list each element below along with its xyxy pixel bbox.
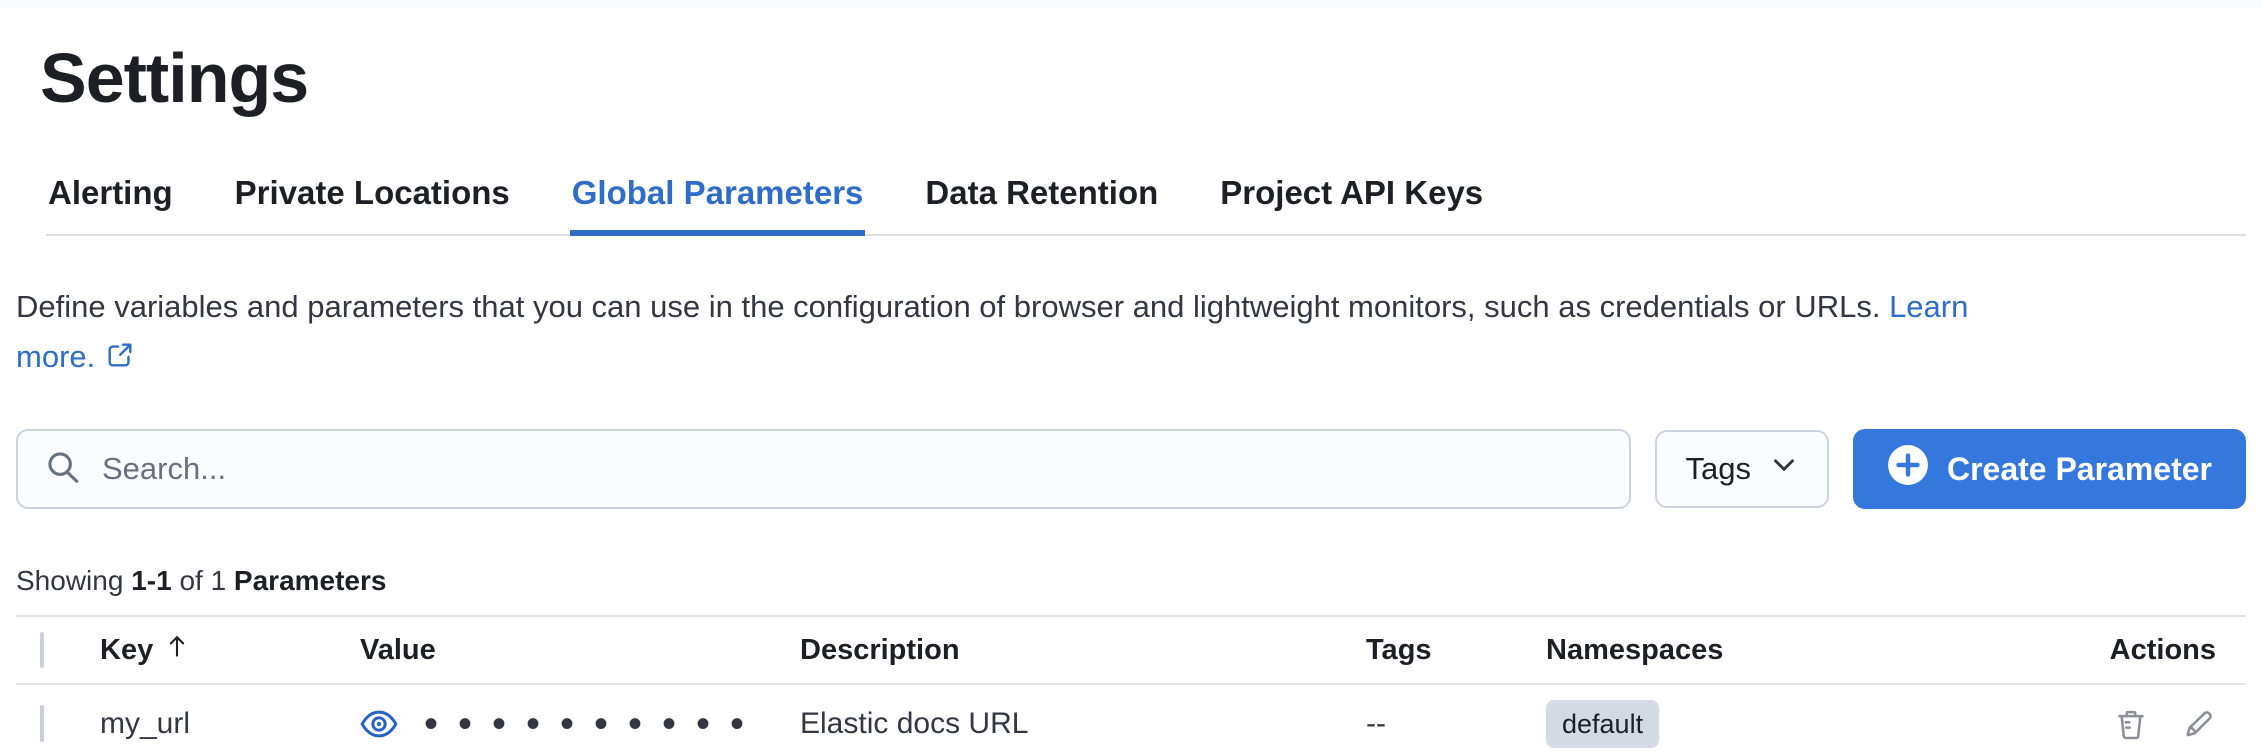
tab-project-api-keys[interactable]: Project API Keys — [1220, 174, 1484, 211]
column-header-namespaces[interactable]: Namespaces — [1546, 633, 1724, 666]
column-header-description[interactable]: Description — [800, 633, 960, 666]
learn-more-link[interactable]: Learn more. — [16, 289, 1968, 374]
description-text: Define variables and parameters that you… — [16, 289, 1881, 324]
row-checkbox[interactable] — [40, 705, 44, 742]
cell-description: Elastic docs URL — [800, 707, 1029, 740]
search-icon — [44, 448, 82, 491]
select-all-checkbox[interactable] — [40, 631, 44, 668]
chevron-down-icon — [1769, 450, 1799, 488]
delete-trash-icon[interactable] — [2114, 707, 2148, 741]
tags-filter-button[interactable]: Tags — [1655, 430, 1829, 508]
external-link-icon — [105, 335, 135, 385]
cell-key: my_url — [100, 707, 191, 740]
column-header-key[interactable]: Key — [100, 632, 360, 668]
tab-data-retention[interactable]: Data Retention — [925, 174, 1159, 211]
results-unit: Parameters — [233, 565, 387, 596]
settings-tabbar: Alerting Private Locations Global Parame… — [46, 168, 2246, 236]
sort-ascending-icon — [163, 632, 191, 668]
search-box[interactable] — [16, 429, 1632, 509]
tab-private-locations[interactable]: Private Locations — [234, 174, 510, 211]
create-parameter-label: Create Parameter — [1946, 450, 2212, 487]
reveal-value-eye-icon[interactable] — [360, 705, 398, 743]
column-header-tags[interactable]: Tags — [1366, 633, 1432, 666]
tab-alerting[interactable]: Alerting — [48, 174, 173, 211]
page-title: Settings — [40, 39, 309, 117]
cell-value: •••••••••• — [360, 704, 800, 744]
namespace-badge: default — [1546, 699, 1660, 749]
page-description: Define variables and parameters that you… — [16, 282, 2246, 385]
tags-filter-label: Tags — [1685, 451, 1751, 486]
results-range: 1-1 — [131, 565, 172, 596]
window-top-edge — [0, 0, 2262, 8]
cell-tags: -- — [1366, 707, 1386, 740]
column-header-actions: Actions — [2109, 633, 2216, 666]
cell-actions — [1986, 707, 2222, 741]
edit-pencil-icon[interactable] — [2182, 707, 2216, 741]
create-parameter-button[interactable]: Create Parameter — [1852, 429, 2246, 509]
cell-namespaces: default — [1546, 699, 1986, 749]
tab-global-parameters[interactable]: Global Parameters — [569, 168, 866, 236]
results-summary: Showing 1-1 of 1 Parameters — [16, 565, 387, 596]
plus-in-circle-icon — [1887, 444, 1929, 494]
masked-value: •••••••••• — [424, 702, 765, 746]
column-header-value[interactable]: Value — [360, 633, 436, 666]
search-input[interactable] — [102, 451, 1604, 487]
table-row: my_url •••••••••• Elastic docs URL -- de… — [16, 685, 2246, 754]
parameters-toolbar: Tags Create Parameter — [16, 429, 2246, 509]
table-header-row: Key Value Description Tags Namespaces Ac… — [16, 615, 2246, 685]
parameters-table: Key Value Description Tags Namespaces Ac… — [16, 615, 2246, 754]
